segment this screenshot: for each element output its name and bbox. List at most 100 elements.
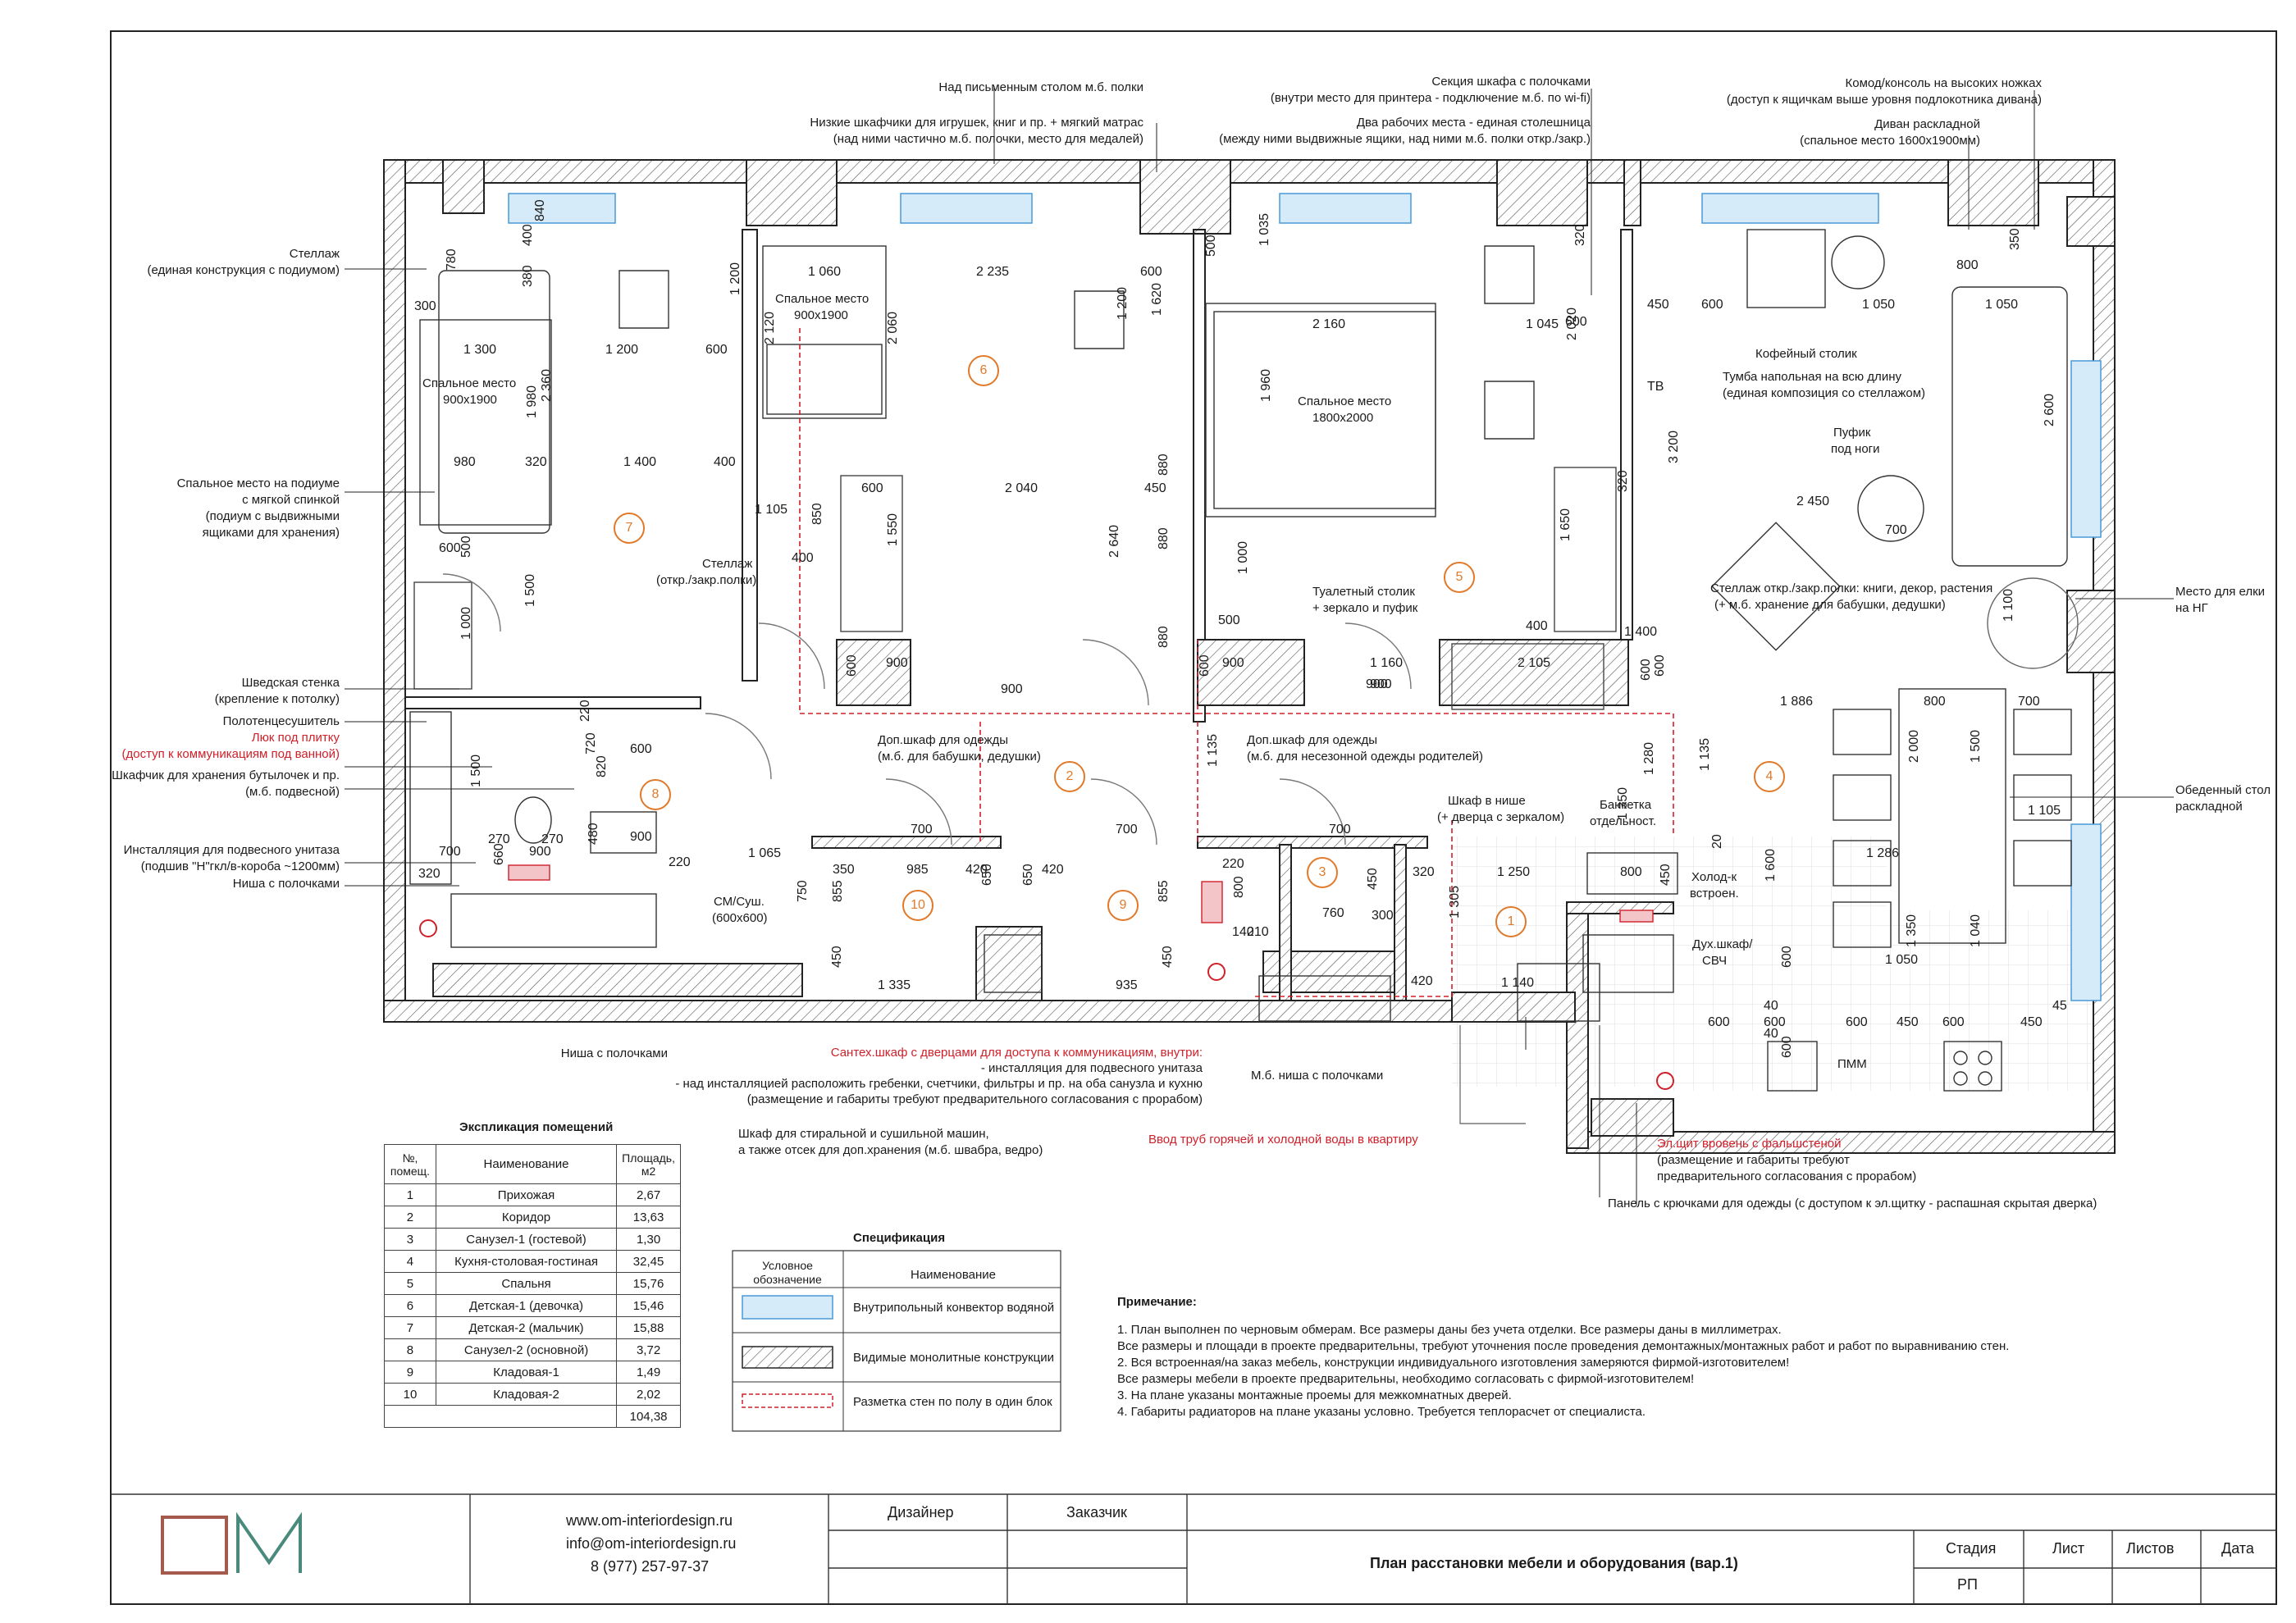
label-floor-cabinet: Тумба напольная на всю длину	[1723, 370, 1901, 384]
label-pouf: Пуфик	[1833, 426, 1871, 440]
dimension-label: 45	[2052, 999, 2067, 1013]
dimension-label: 220	[578, 700, 592, 722]
dimension-label: 320	[1573, 224, 1587, 246]
label-plumbing-cabinet-4: (размещение и габариты требуют предварит…	[746, 1092, 1203, 1106]
dimension-label: 1 105	[755, 503, 788, 517]
cell: 32,45	[616, 1250, 681, 1273]
dimension-label: 1 100	[2002, 588, 2015, 622]
label-sofa-sub: (спальное место 1600х1900мм)	[1800, 134, 1980, 148]
cell	[436, 1405, 618, 1428]
dimension-label: 320	[1616, 470, 1630, 492]
dimension-label: 1 035	[1258, 212, 1271, 246]
date-label: Дата	[2221, 1540, 2254, 1557]
cell: Кладовая-2	[435, 1383, 618, 1406]
dimension-label: 320	[1413, 865, 1435, 879]
dimension-label: 720	[584, 732, 598, 755]
dimension-label: 420	[1411, 974, 1433, 988]
label-low-cabinets: Низкие шкафчики для игрушек, книг и пр. …	[810, 116, 1143, 130]
walls	[383, 159, 2116, 1154]
cell: 5	[384, 1272, 436, 1295]
sheets-label: Листов	[2126, 1540, 2175, 1557]
dimension-label: 220	[669, 855, 691, 869]
cell: 15,76	[616, 1272, 681, 1295]
label-pouf-sub: под ноги	[1831, 442, 1880, 456]
dimension-label: 1 350	[1905, 914, 1919, 947]
email-link[interactable]: info@om-interiordesign.ru	[566, 1535, 737, 1552]
label-niche-wardrobe-sub: (+ дверца с зеркалом)	[1437, 810, 1565, 824]
dimension-label: 1 650	[1559, 508, 1573, 541]
cell: Санузел-1 (гостевой)	[435, 1228, 618, 1251]
cell: 7	[384, 1316, 436, 1339]
dimension-label: 700	[439, 845, 461, 859]
dimension-label: 935	[1116, 978, 1138, 992]
sheet-title: План расстановки мебели и оборудования (…	[1370, 1555, 1738, 1571]
label-rack-child: Стеллаж	[702, 557, 753, 571]
dimension-label: 600	[1708, 1015, 1730, 1029]
dimension-label: 1 960	[1259, 368, 1273, 402]
dimension-label: 450	[1161, 946, 1175, 968]
dimension-label: 900	[1366, 677, 1388, 691]
website-link[interactable]: www.om-interiordesign.ru	[566, 1512, 733, 1529]
dimension-label: 1 280	[1642, 741, 1656, 775]
label-hatch: Люк под плитку	[251, 731, 340, 745]
dimension-label: 600	[1639, 659, 1653, 681]
dimension-label: 820	[595, 755, 609, 777]
dimension-label: 855	[831, 880, 845, 902]
cell: 15,88	[616, 1316, 681, 1339]
dimension-label: 2 060	[886, 311, 900, 344]
cell: 2,67	[616, 1183, 681, 1206]
label-swedish-wall-sub: (крепление к потолку)	[214, 692, 340, 706]
dimension-label: 600	[705, 343, 728, 357]
cell: 6	[384, 1294, 436, 1317]
cell: 1	[384, 1183, 436, 1206]
label-niche-wardrobe: Шкаф в нише	[1448, 794, 1526, 808]
cell: 3	[384, 1228, 436, 1251]
label-rack-sub: (+ м.б. хранение для бабушки, дедушки)	[1714, 598, 1946, 612]
dimension-label: 450	[1366, 868, 1380, 890]
room-number: 4	[1754, 761, 1785, 792]
phone-number: 8 (977) 257-97-37	[591, 1558, 710, 1575]
cell: 4	[384, 1250, 436, 1273]
label-bottle-cabinet-sub: (м.б. подвесной)	[245, 785, 340, 799]
dimension-label: 450	[830, 946, 844, 968]
label-plumbing-cabinet-3: - над инсталляцией расположить гребенки,…	[675, 1077, 1203, 1091]
cell: 8	[384, 1338, 436, 1361]
dimension-label: 2 040	[1005, 481, 1038, 495]
label-hook-panel: Панель с крючками для одежды (с доступом…	[1608, 1197, 2097, 1210]
convectors	[508, 193, 2102, 1001]
label-wardrobe1: Доп.шкаф для одежды	[878, 733, 1009, 747]
dimension-label: 800	[1956, 258, 1979, 272]
dimension-label: 400	[1526, 619, 1548, 633]
dimension-label: 1 335	[878, 978, 911, 992]
spec-row: Разметка стен по полу в один блок	[853, 1395, 1052, 1409]
dimension-label: 1 300	[463, 343, 497, 357]
dimension-label: 1 050	[1862, 298, 1896, 312]
dimension-label: 1 400	[623, 455, 657, 469]
dimension-label: 900	[529, 845, 551, 859]
dimension-label: 650	[980, 864, 994, 886]
dimension-label: 600	[845, 654, 859, 677]
stage-value: РП	[1957, 1576, 1978, 1593]
dimension-label: 20	[1710, 834, 1724, 849]
label-washer-cabinet-sub: а также отсек для доп.хранения (м.б. шва…	[738, 1143, 1043, 1157]
dimension-label: 2 235	[976, 265, 1010, 279]
dimension-label: 2 600	[2043, 393, 2056, 426]
cell: Кладовая-1	[435, 1361, 618, 1384]
label-el-panel-sub: (размещение и габариты требуют	[1657, 1153, 1850, 1167]
label-wardrobe2: Доп.шкаф для одежды	[1247, 733, 1378, 747]
label-podium-bed: Спальное место на подиуме	[176, 476, 340, 490]
label-podium-bed-3: (подиум с выдвижными	[205, 509, 340, 523]
label-bed2: Спальное место	[775, 292, 870, 306]
dimension-label: 600	[1140, 265, 1162, 279]
dimension-label: 780	[445, 248, 459, 271]
note-line: 3. На плане указаны монтажные проемы для…	[1117, 1388, 1512, 1402]
dimension-label: 420	[1042, 863, 1064, 877]
dimension-label: 880	[1157, 527, 1171, 549]
room-number: 2	[1054, 761, 1085, 792]
dimension-label: 1 350	[1616, 786, 1630, 820]
spec-title: Спецификация	[853, 1231, 946, 1245]
dimension-label: 600	[1846, 1015, 1868, 1029]
label-swedish-wall: Шведская стенка	[241, 676, 340, 690]
dimension-label: 650	[1021, 864, 1035, 886]
